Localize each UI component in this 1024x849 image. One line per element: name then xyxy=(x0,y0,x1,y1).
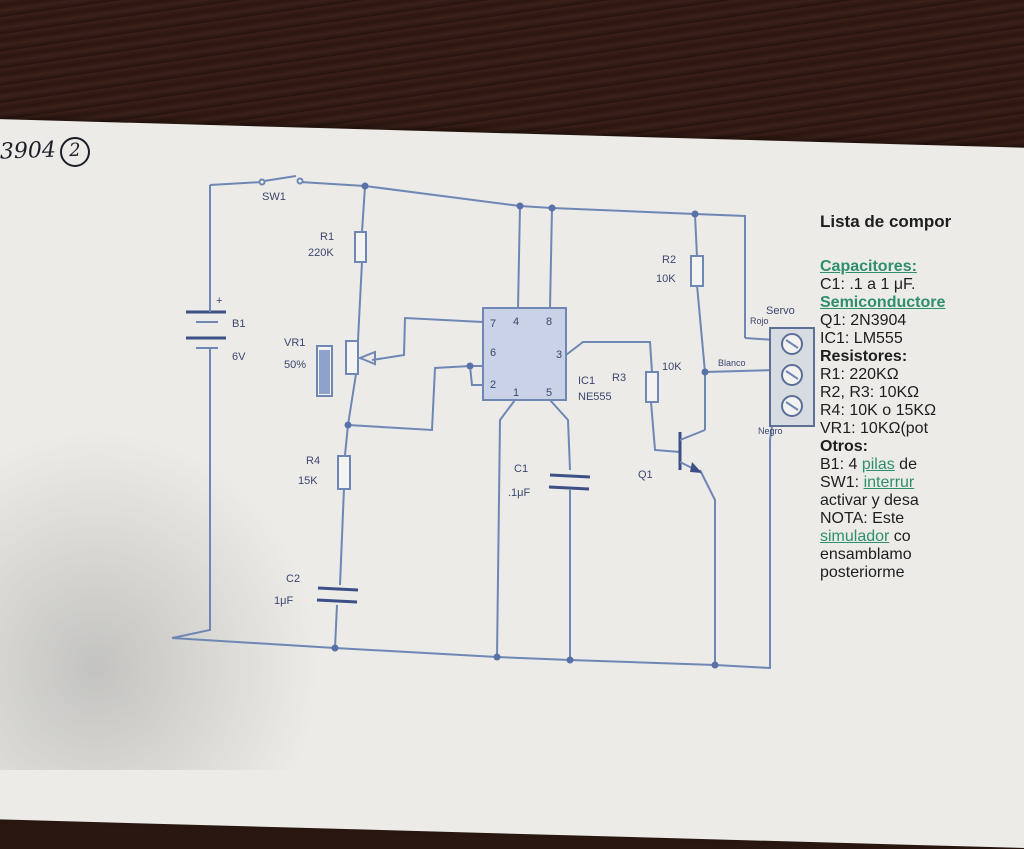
item-nota: NOTA: Este xyxy=(820,510,905,527)
label-r1-value: 220K xyxy=(308,247,334,259)
ic-pin-3: 3 xyxy=(556,349,562,361)
label-b1: B1 xyxy=(232,318,245,330)
label-servo: Servo xyxy=(766,305,795,317)
battery-b1 xyxy=(186,300,226,350)
parts-list: Lista de compor Capacitores: C1: .1 a 1 … xyxy=(820,212,1024,582)
label-q1: Q1 xyxy=(638,469,653,481)
simulador-link[interactable]: simulador xyxy=(820,528,890,545)
resistor-r3 xyxy=(645,371,659,403)
item-b1: B1: 4 pilas de xyxy=(820,456,1024,474)
label-ic1-part: NE555 xyxy=(578,391,612,403)
ic-pin-7: 7 xyxy=(490,318,496,330)
label-ic1: IC1 xyxy=(578,375,595,387)
switch-sw1 xyxy=(258,175,304,186)
label-r3: R3 xyxy=(612,372,626,384)
label-c2: C2 xyxy=(286,573,300,585)
ic-pin-8: 8 xyxy=(546,316,552,328)
label-servo-rojo: Rojo xyxy=(750,316,769,326)
item-activar: activar y desa xyxy=(820,492,919,509)
schematic-labels: SW1 + B1 6V R1 220K VR1 50% R4 15K C2 1μ… xyxy=(216,191,795,607)
ic-pin-1: 1 xyxy=(513,387,519,399)
label-r3-value: 10K xyxy=(662,361,682,373)
junction-dots xyxy=(331,182,719,669)
item-b1-suffix: de xyxy=(894,456,917,473)
potentiometer-vr1-body xyxy=(345,340,359,375)
label-vr1: VR1 xyxy=(284,337,305,349)
label-r4-value: 15K xyxy=(298,475,318,487)
label-servo-blanco: Blanco xyxy=(718,358,746,368)
item-sw1-prefix: SW1: xyxy=(820,474,864,491)
label-c1: C1 xyxy=(514,463,528,475)
item-simulador: simulador co xyxy=(820,528,1024,546)
ic-pin-6: 6 xyxy=(490,347,496,359)
interruptor-link[interactable]: interrur xyxy=(863,474,915,491)
label-r4: R4 xyxy=(306,455,320,467)
semiconductores-heading: Semiconductore xyxy=(820,294,946,311)
label-vr1-value: 50% xyxy=(284,359,306,371)
label-r2-value: 10K xyxy=(656,273,676,285)
capacitores-heading: Capacitores: xyxy=(820,258,917,275)
capacitor-c2 xyxy=(316,586,359,604)
ic-pin-4: 4 xyxy=(513,316,519,328)
pilas-link[interactable]: pilas xyxy=(861,456,895,473)
label-c1-value: .1μF xyxy=(508,487,531,499)
label-sw1: SW1 xyxy=(262,191,286,203)
item-vr1: VR1: 10KΩ(pot xyxy=(820,420,929,437)
item-simulador-suffix: co xyxy=(889,528,911,545)
resistores-heading: Resistores: xyxy=(820,348,908,365)
label-servo-negro: Negro xyxy=(758,426,783,436)
ic-pin-2: 2 xyxy=(490,379,496,391)
item-ic1: IC1: LM555 xyxy=(820,330,903,347)
transistor-q1 xyxy=(678,429,706,473)
item-b1-prefix: B1: 4 xyxy=(820,456,862,473)
label-r1: R1 xyxy=(320,231,334,243)
label-b1-plus: + xyxy=(216,295,222,307)
vr1-slider-fill xyxy=(319,350,330,394)
item-posteriorme: posteriorme xyxy=(820,564,905,581)
servo-connector xyxy=(769,327,815,427)
label-c2-value: 1μF xyxy=(274,595,293,607)
ic-pin-5: 5 xyxy=(546,387,552,399)
item-r4: R4: 10K o 15KΩ xyxy=(820,402,937,419)
ic-ne555: 7 4 8 6 3 2 1 5 xyxy=(482,307,567,401)
label-b1-value: 6V xyxy=(232,351,246,363)
item-ensamblamo: ensamblamo xyxy=(820,546,912,563)
parts-list-title: Lista de compor xyxy=(820,212,952,231)
resistor-r1 xyxy=(354,231,367,263)
resistor-r4 xyxy=(337,455,351,490)
otros-heading: Otros: xyxy=(820,438,868,455)
wiring xyxy=(171,181,776,670)
potentiometer-wiper xyxy=(357,350,376,366)
circuit-schematic: 7 4 8 6 3 2 1 5 xyxy=(171,175,815,670)
item-r1: R1: 220KΩ xyxy=(820,366,899,383)
label-r2: R2 xyxy=(662,254,676,266)
item-sw1: SW1: interrur xyxy=(820,474,1024,492)
item-c1: C1: .1 a 1 μF. xyxy=(820,276,916,293)
item-q1: Q1: 2N3904 xyxy=(820,312,907,329)
item-r2-r3: R2, R3: 10KΩ xyxy=(820,384,920,401)
capacitor-c1 xyxy=(548,473,591,491)
resistor-r2 xyxy=(690,255,704,287)
paper-shadow xyxy=(0,430,320,770)
